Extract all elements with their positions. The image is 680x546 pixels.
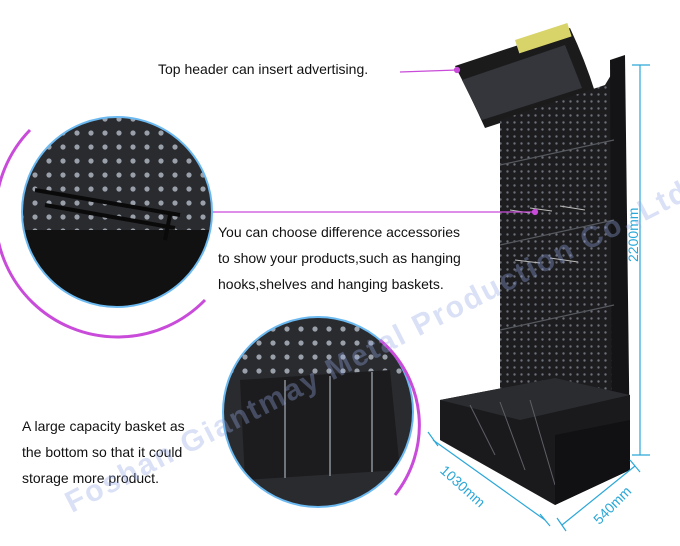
hooks-zoom-circle (0, 116, 213, 339)
callout-lines (200, 66, 539, 216)
side-post (610, 55, 630, 468)
header-label-strip (515, 23, 572, 54)
accessories-line-1: You can choose difference accessories (218, 224, 461, 240)
header-ad-graphic (462, 45, 582, 120)
pegboard-panel (500, 60, 625, 450)
basket-line-3: storage more product. (22, 470, 159, 486)
basket-callout: A large capacity basket as the bottom so… (22, 413, 222, 491)
basket-line-2: the bottom so that it could (22, 444, 183, 460)
header-callout: Top header can insert advertising. (158, 61, 369, 77)
dimension-lines (427, 64, 650, 532)
accessories-line-2: to show your products,such as hanging (218, 250, 461, 266)
accessories-callout: You can choose difference accessories to… (218, 219, 508, 297)
basket-line-1: A large capacity basket as (22, 418, 185, 434)
basket-zoom-circle (222, 316, 421, 508)
basket-dividers (469, 399, 556, 486)
accessories-line-3: hooks,shelves and hanging baskets. (218, 276, 444, 292)
display-stand (440, 23, 630, 505)
panel-seams (499, 139, 615, 331)
